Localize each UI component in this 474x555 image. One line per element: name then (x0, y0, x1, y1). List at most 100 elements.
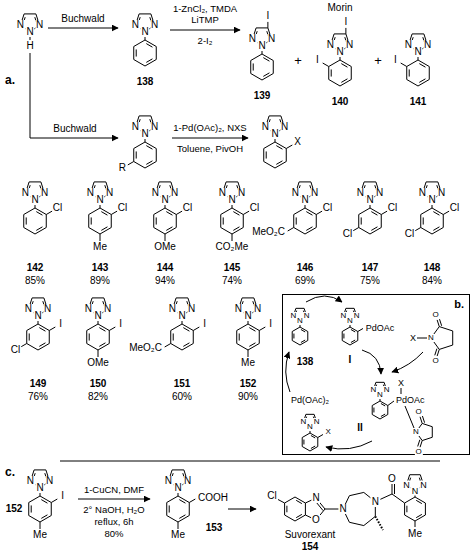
substituent-label: OMe (153, 242, 177, 252)
atom-label: N (131, 20, 140, 30)
bond (146, 44, 152, 48)
atom-label: N (177, 311, 186, 321)
substituent-label: Cl (387, 203, 398, 213)
bond (193, 327, 199, 331)
reagent-note: Morin (326, 3, 353, 13)
intermediate-number: II (356, 423, 364, 433)
bond (286, 506, 287, 513)
cycle-arrow (392, 352, 423, 372)
bond (39, 343, 45, 347)
compound-number: 138 (136, 77, 155, 87)
atom-label: N (313, 418, 321, 426)
substituent-label: I (393, 55, 398, 65)
atom-label: N (103, 304, 112, 314)
bond (267, 22, 268, 28)
compound-number: 140 (331, 97, 350, 107)
bond (306, 227, 312, 231)
substituent-label: Me (240, 358, 256, 368)
bond (101, 227, 107, 231)
bond (419, 64, 425, 68)
yield: 90% (237, 392, 259, 402)
bond (388, 401, 394, 406)
yield: 85% (24, 276, 46, 286)
atom-label: N (131, 122, 140, 132)
bond (358, 329, 363, 332)
ring (29, 496, 52, 522)
bond (183, 328, 189, 332)
ring (329, 60, 352, 86)
compound-number: 144 (156, 263, 175, 273)
bond (31, 505, 32, 512)
bond (341, 64, 347, 68)
compound-number: 150 (89, 379, 108, 389)
bond (146, 146, 152, 150)
atom-label: I (343, 17, 348, 27)
compound-number: 147 (361, 263, 380, 273)
bond (89, 333, 90, 340)
reaction-arrow (78, 499, 150, 500)
bond (263, 73, 269, 77)
atom-label: N (150, 122, 159, 132)
atom-label: H (25, 41, 34, 51)
atom-label: N (418, 188, 427, 198)
divider-line (60, 461, 440, 462)
bond (345, 28, 346, 34)
atom-label: N (86, 188, 95, 198)
bond (433, 227, 439, 231)
yield: 75% (359, 276, 381, 286)
bond (39, 328, 45, 332)
ring (302, 433, 318, 451)
yield: 60% (171, 392, 193, 402)
ring (221, 208, 244, 234)
substituent-label: I (60, 491, 65, 501)
bond (418, 440, 420, 447)
bond (173, 333, 174, 340)
bond (419, 79, 425, 83)
bond (296, 217, 297, 224)
bond (166, 212, 172, 216)
yield: 82% (87, 392, 109, 402)
yield: 76% (27, 392, 49, 402)
compound-number: 152 (5, 504, 24, 514)
bond (99, 343, 105, 347)
bond (136, 49, 137, 56)
yield: 94% (154, 276, 176, 286)
compound-number: 139 (253, 91, 272, 101)
compound-number: 142 (26, 263, 45, 273)
substituent-label: CO₂Me (215, 242, 250, 252)
ring (251, 54, 274, 80)
bond (146, 161, 152, 165)
yield: 84% (421, 276, 443, 286)
bond (381, 414, 385, 416)
cycle-arrow (286, 352, 290, 392)
atom-label: N (365, 195, 374, 205)
bond (223, 217, 224, 224)
bond (375, 516, 383, 530)
atom-label: N (183, 476, 192, 486)
atom-label: X (397, 379, 405, 388)
yield: 69% (294, 276, 316, 286)
substituent-label: OMe (86, 358, 110, 368)
bond (306, 212, 312, 216)
bond (128, 162, 134, 166)
reaction-condition: Toluene, PivOH (176, 144, 244, 154)
atom-label: N (151, 188, 160, 198)
intermediate-number: I (348, 355, 353, 365)
substituent-label: PdOAc (365, 323, 396, 332)
bond (381, 404, 385, 406)
compound-number: 154 (301, 542, 320, 552)
panel-label: c. (4, 466, 16, 478)
ring (87, 324, 110, 350)
bond (249, 328, 255, 332)
yield: 89% (89, 276, 111, 286)
reaction-condition: LiTMP (190, 15, 219, 25)
bond (353, 228, 359, 232)
bond (423, 217, 424, 224)
bond (392, 494, 405, 503)
atom-label: O (414, 408, 422, 416)
bond (416, 514, 422, 517)
bond (51, 499, 57, 503)
bond (36, 227, 42, 231)
bond (318, 435, 323, 438)
bond (29, 333, 30, 340)
